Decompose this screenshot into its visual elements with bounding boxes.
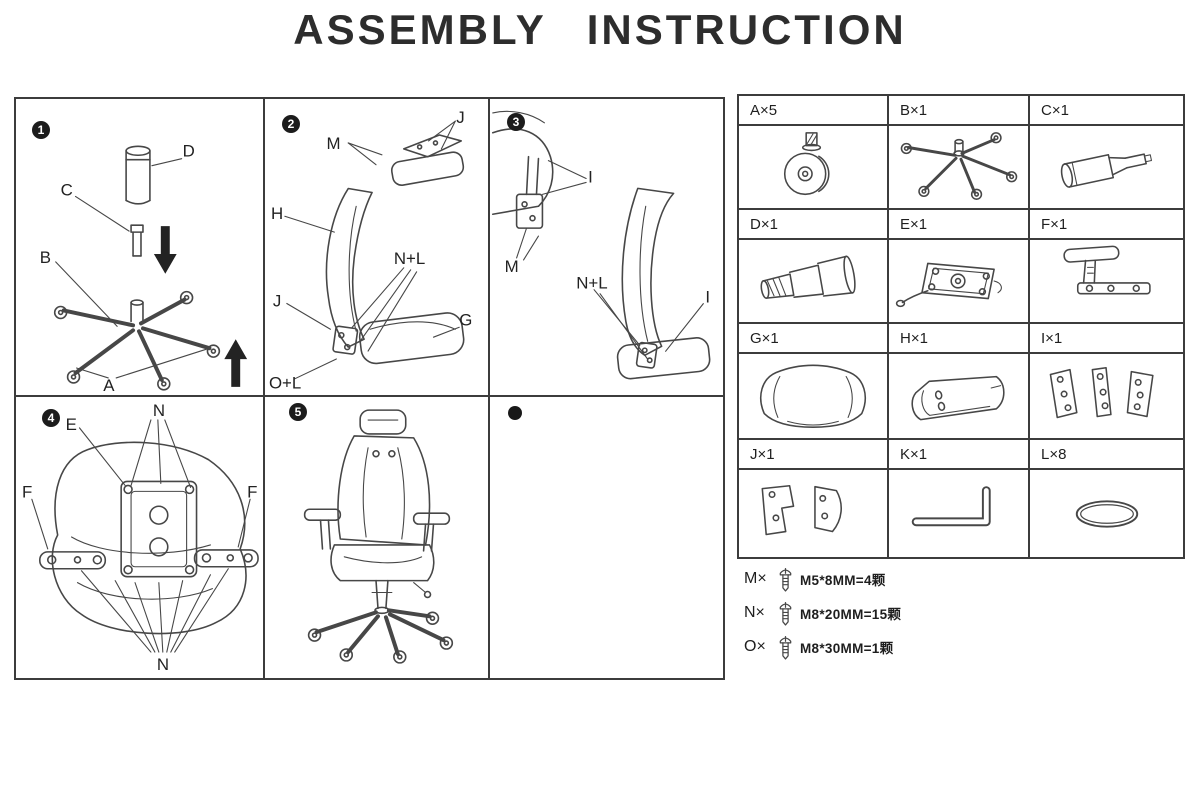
part-g-cell: [739, 354, 889, 440]
step-3-badge: 3: [507, 113, 525, 131]
screw-m-spec: M5*8MM=4颗: [800, 573, 886, 588]
part-j-label: J×1: [739, 440, 889, 470]
armrest-drawing: [1062, 245, 1151, 295]
step-4-label-e: E: [66, 415, 77, 434]
part-j-cell: [739, 470, 889, 557]
screw-row-o: O× M8*30MM=1颗: [744, 630, 901, 664]
gas-lift-drawing: [1060, 153, 1152, 188]
step-2-label-m: M: [326, 134, 340, 153]
step-1-panel: 1: [16, 99, 265, 397]
screw-icon: [779, 601, 792, 626]
part-c-label: C×1: [1030, 96, 1183, 126]
washer-ring-drawing: [1075, 499, 1138, 528]
part-l-cell: [1030, 470, 1183, 557]
step-5-panel: 5: [265, 397, 490, 678]
step-1-label-d: D: [183, 142, 195, 161]
step-3-panel: 3: [490, 99, 723, 397]
part-h-label: H×1: [889, 324, 1030, 354]
screw-list: M× M5*8MM=4颗 N× M8*20MM=15颗 O×: [744, 562, 901, 664]
screw-m-label: M×: [744, 570, 767, 587]
screw-o-label: O×: [744, 638, 766, 655]
step-3-label-m: M: [505, 257, 519, 276]
step-4-drawing: E N F F N: [22, 401, 259, 674]
screw-icon: [779, 567, 792, 592]
step-2-label-h: H: [271, 204, 283, 223]
part-d-label: D×1: [739, 210, 889, 240]
arrow-up-icon: [224, 339, 248, 387]
screw-n-spec: M8*20MM=15颗: [800, 607, 902, 622]
step-2-label-j: J: [273, 291, 281, 310]
screw-row-m: M× M5*8MM=4颗: [744, 562, 901, 596]
step-2-label-j-inset: J: [456, 108, 464, 127]
cylinder-cover-drawing: [760, 255, 856, 299]
step-5-badge: 5: [289, 403, 307, 421]
side-brackets-drawing: [1049, 366, 1154, 419]
chair-base-drawing: [61, 297, 212, 382]
step-3-label-nl: N+L: [576, 274, 607, 293]
step-4-label-f-left: F: [22, 482, 32, 501]
part-b-cell: [889, 126, 1030, 210]
empty-panel: [490, 397, 723, 678]
seat-cushion-drawing: [760, 364, 866, 428]
part-c-cell: [1030, 126, 1183, 210]
step-4-label-f-right: F: [247, 482, 257, 501]
part-a-cell: [739, 126, 889, 210]
step-1-label-b: B: [40, 248, 51, 267]
backrest-drawing: [910, 375, 1005, 421]
part-e-cell: [889, 240, 1030, 324]
caster-wheel-drawing: [783, 132, 830, 196]
assembled-chair-drawing: [303, 409, 454, 664]
part-g-label: G×1: [739, 324, 889, 354]
step-3-drawing: I M N+L I: [491, 110, 711, 380]
step-2-label-g: G: [459, 310, 472, 329]
step-1-label-a: A: [103, 376, 115, 395]
step-2-label-nl: N+L: [394, 249, 425, 268]
step-2-drawing: M J H J N+L G O+L: [269, 108, 472, 393]
step-1-drawing: D C B A: [40, 142, 248, 395]
step-4-label-n-top: N: [153, 401, 165, 420]
part-f-cell: [1030, 240, 1183, 324]
steps-grid: 1: [14, 97, 725, 680]
ink-dot: [508, 406, 522, 420]
step-4-panel: 4: [16, 397, 265, 678]
parts-table: A×5 B×1 C×1: [737, 94, 1185, 559]
step-2-panel: 2: [265, 99, 490, 397]
step-1-badge: 1: [32, 121, 50, 139]
mount-brackets-drawing: [761, 484, 842, 535]
step-2-badge: 2: [282, 115, 300, 133]
part-f-label: F×1: [1030, 210, 1183, 240]
part-e-label: E×1: [889, 210, 1030, 240]
part-k-cell: [889, 470, 1030, 557]
part-l-label: L×8: [1030, 440, 1183, 470]
step-4-badge: 4: [42, 409, 60, 427]
tilt-mechanism-drawing: [895, 262, 1002, 308]
arrow-down-icon: [153, 226, 177, 274]
allen-key-drawing: [911, 485, 991, 526]
step-5-drawing: [303, 409, 454, 664]
part-i-label: I×1: [1030, 324, 1183, 354]
part-h-cell: [889, 354, 1030, 440]
screw-row-n: N× M8*20MM=15颗: [744, 596, 901, 630]
step-1-label-c: C: [61, 180, 73, 199]
part-b-label: B×1: [889, 96, 1030, 126]
part-i-cell: [1030, 354, 1183, 440]
part-d-cell: [739, 240, 889, 324]
screw-o-spec: M8*30MM=1颗: [800, 641, 894, 656]
part-a-label: A×5: [739, 96, 889, 126]
page-title: ASSEMBLY INSTRUCTION: [293, 6, 907, 53]
screw-n-label: N×: [744, 604, 765, 621]
screw-icon: [779, 635, 792, 660]
step-2-label-ol: O+L: [269, 374, 301, 393]
five-star-base-drawing: [900, 132, 1017, 200]
step-3-label-i: I: [705, 288, 710, 307]
step-4-label-n-bottom: N: [157, 655, 169, 674]
empty-panel-dot-drawing: [508, 406, 522, 420]
step-3-label-i-top: I: [588, 167, 593, 186]
part-k-label: K×1: [889, 440, 1030, 470]
